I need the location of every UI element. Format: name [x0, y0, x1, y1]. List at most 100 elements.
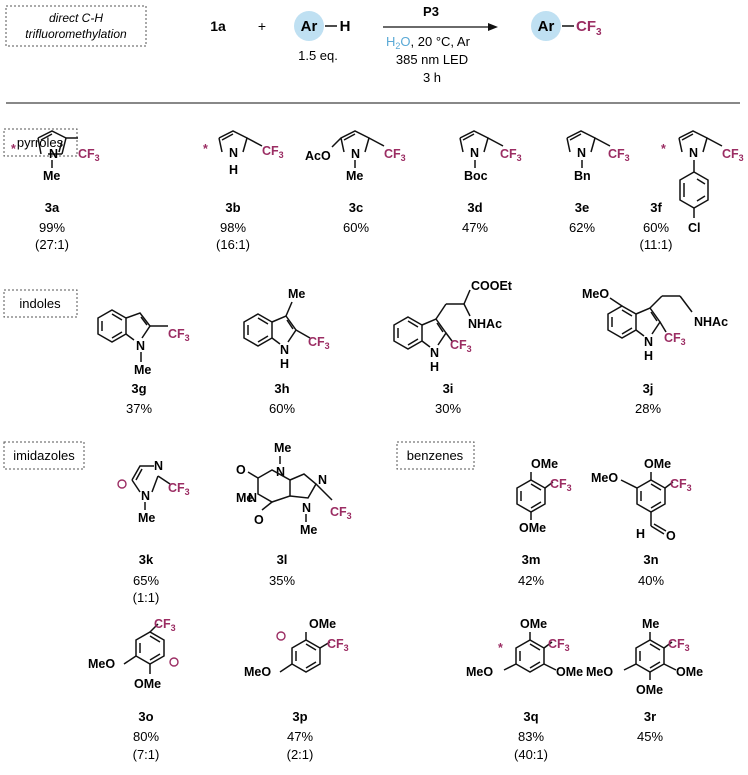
svg-text:Me: Me — [274, 441, 291, 455]
svg-text:CF3: CF3 — [168, 481, 190, 497]
svg-text:CF3: CF3 — [722, 147, 744, 163]
catalyst-label: P3 — [423, 4, 439, 19]
svg-text:(7:1): (7:1) — [133, 747, 160, 762]
time-label: 3 h — [423, 70, 441, 85]
svg-text:OMe: OMe — [644, 457, 671, 471]
svg-text:O: O — [666, 529, 676, 543]
svg-text:benzenes: benzenes — [407, 448, 464, 463]
compound-3b: 3b 98% (16:1) — [216, 200, 250, 252]
svg-text:45%: 45% — [637, 729, 663, 744]
svg-text:*: * — [498, 641, 503, 655]
svg-text:OMe: OMe — [520, 617, 547, 631]
svg-text:CF3: CF3 — [78, 147, 100, 163]
structure-3c: AcO N CF3 Me — [305, 130, 406, 183]
svg-text:3d: 3d — [467, 200, 482, 215]
svg-text:MeO: MeO — [582, 287, 609, 301]
svg-text:40%: 40% — [638, 573, 664, 588]
svg-text:Me: Me — [300, 523, 317, 537]
svg-text:47%: 47% — [462, 220, 488, 235]
svg-text:N: N — [276, 465, 285, 479]
svg-text:*: * — [203, 142, 208, 156]
svg-text:NHAc: NHAc — [468, 317, 502, 331]
svg-text:CF3: CF3 — [550, 477, 572, 493]
svg-text:MeO: MeO — [586, 665, 613, 679]
svg-text:99%: 99% — [39, 220, 65, 235]
svg-text:pyrroles: pyrroles — [17, 135, 64, 150]
svg-text:65%: 65% — [133, 573, 159, 588]
plus-sign: + — [258, 18, 266, 34]
svg-text:O: O — [236, 463, 246, 477]
product-cf3: CF3 — [576, 18, 602, 38]
svg-text:62%: 62% — [569, 220, 595, 235]
structure-3h: Me N H CF3 — [243, 287, 330, 371]
svg-text:AcO: AcO — [305, 149, 331, 163]
svg-text:3k: 3k — [139, 552, 154, 567]
svg-text:CF3: CF3 — [670, 477, 692, 493]
structure-3n: OMe MeO CF3 H O — [591, 457, 692, 543]
structure-3q: OMe * CF3 MeO OMe — [466, 617, 583, 679]
svg-text:3h: 3h — [274, 381, 289, 396]
light-label: 385 nm LED — [396, 52, 468, 67]
svg-text:60%: 60% — [343, 220, 369, 235]
svg-text:N: N — [644, 335, 653, 349]
structure-3p: OMe CF3 MeO — [244, 617, 349, 679]
svg-text:OMe: OMe — [556, 665, 583, 679]
structure-3e: N CF3 Bn — [566, 130, 630, 183]
structure-3i: COOEt NHAc N H CF3 — [393, 279, 513, 374]
substrate-ar: Ar — [301, 18, 318, 35]
compound-3f: 3f 60% (11:1) — [640, 200, 673, 252]
svg-text:CF3: CF3 — [384, 147, 406, 163]
category-indoles: indoles — [3, 289, 78, 318]
svg-text:(16:1): (16:1) — [216, 237, 250, 252]
svg-text:CF3: CF3 — [668, 637, 690, 653]
ar-highlight — [294, 11, 324, 41]
substrate-h: H — [340, 18, 351, 35]
svg-text:MeO: MeO — [244, 665, 271, 679]
svg-text:98%: 98% — [220, 220, 246, 235]
svg-text:3o: 3o — [138, 709, 153, 724]
svg-text:80%: 80% — [133, 729, 159, 744]
compound-3g: 3g 37% — [126, 381, 152, 416]
svg-text:28%: 28% — [635, 401, 661, 416]
svg-text:3e: 3e — [575, 200, 589, 215]
svg-text:N: N — [248, 491, 257, 505]
compound-3o: 3o 80% (7:1) — [133, 709, 160, 762]
svg-text:OMe: OMe — [519, 521, 546, 535]
compound-3h: 3h 60% — [269, 381, 295, 416]
structure-3j: MeO NHAc N H CF3 — [582, 287, 728, 363]
svg-text:60%: 60% — [643, 220, 669, 235]
svg-text:MeO: MeO — [466, 665, 493, 679]
svg-text:42%: 42% — [518, 573, 544, 588]
svg-text:Me: Me — [346, 169, 363, 183]
structure-3o: CF3 MeO OMe — [88, 617, 179, 691]
svg-text:*: * — [11, 142, 16, 156]
structure-3g: N CF3 Me — [97, 309, 190, 377]
svg-text:3f: 3f — [650, 200, 662, 215]
compound-3p: 3p 47% (2:1) — [287, 709, 314, 762]
svg-text:N: N — [136, 339, 145, 353]
svg-text:3l: 3l — [277, 552, 288, 567]
svg-text:Me: Me — [642, 617, 659, 631]
svg-text:NHAc: NHAc — [694, 315, 728, 329]
svg-text:3m: 3m — [522, 552, 541, 567]
svg-text:N: N — [141, 489, 150, 503]
compound-3a: 3a 99% (27:1) — [35, 200, 69, 252]
svg-text:3i: 3i — [443, 381, 454, 396]
structure-3d: N CF3 Boc — [459, 130, 522, 183]
svg-text:3n: 3n — [643, 552, 658, 567]
svg-text:Me: Me — [288, 287, 305, 301]
svg-text:*: * — [661, 142, 666, 156]
svg-text:N: N — [49, 147, 58, 161]
structure-3m: OMe CF3 OMe — [516, 457, 572, 535]
svg-text:imidazoles: imidazoles — [13, 448, 75, 463]
compound-3l: 3l 35% — [269, 552, 295, 588]
svg-text:N: N — [229, 146, 238, 160]
header: direct C-H trifluoromethylation 1a + Ar … — [5, 4, 740, 104]
svg-text:60%: 60% — [269, 401, 295, 416]
svg-text:83%: 83% — [518, 729, 544, 744]
compound-3j: 3j 28% — [635, 381, 661, 416]
compound-3k: 3k 65% (1:1) — [133, 552, 160, 605]
svg-text:H: H — [229, 163, 238, 177]
svg-text:(2:1): (2:1) — [287, 747, 314, 762]
